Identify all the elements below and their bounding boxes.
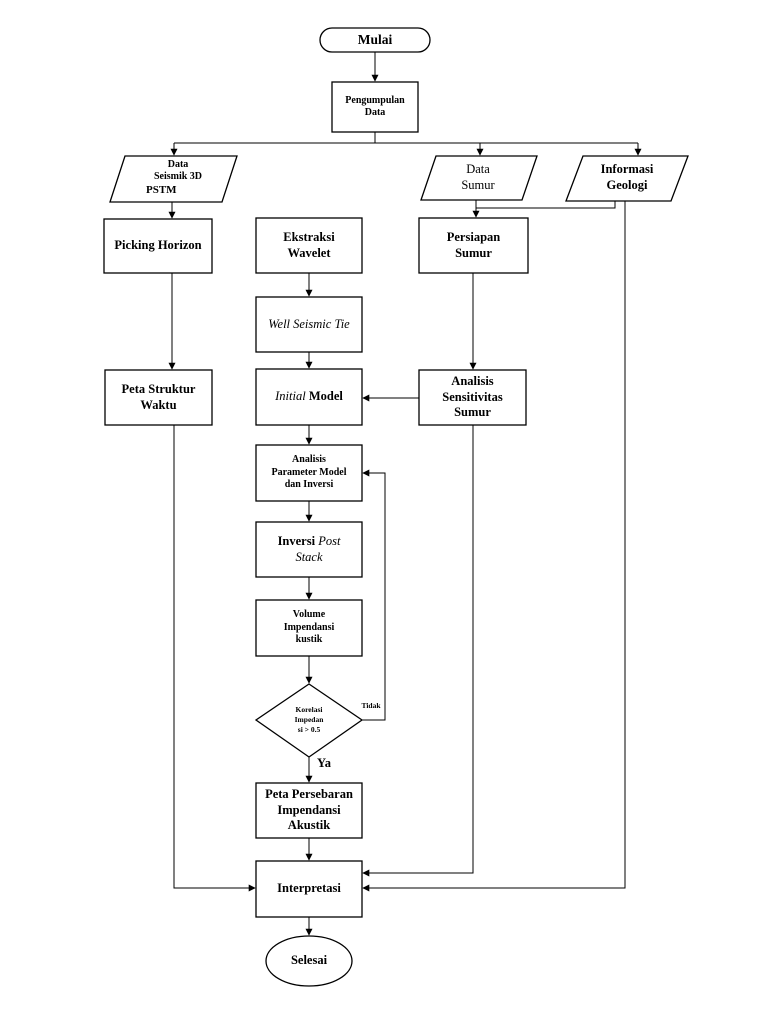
param-analysis-label: Analisis Parameter Model dan Inversi: [271, 454, 347, 491]
picking-process: [103, 218, 213, 274]
inversion-label: Inversi Post Stack: [277, 533, 341, 564]
wst-process: [255, 296, 363, 353]
seismic-label: Data Seismik 3D PSTM: [146, 158, 203, 196]
collect-label: Pengumpulan Data: [345, 94, 405, 119]
geo-info-io: [565, 155, 689, 202]
initial-model-label: Initial Model: [275, 389, 343, 404]
wavelet-label: Ekstraksi Wavelet: [283, 229, 335, 260]
edge-label-yes: Ya: [317, 756, 331, 771]
sensitivity-label: Analisis Sensitivitas Sumur: [442, 374, 503, 420]
well-prep-label: Persiapan Sumur: [446, 229, 501, 260]
initial-model-process: [255, 368, 363, 426]
edge-sensitivity-interpret: [362, 425, 474, 877]
inversion-process: [255, 521, 363, 578]
edge-geo-prep: [476, 201, 616, 209]
ai-map-label: Peta Persebaran Impendansi Akustik: [265, 787, 353, 833]
time-map-label: Peta Struktur Waktu: [121, 381, 196, 412]
edge-decision-no-loop: [362, 469, 386, 721]
sensitivity-process: [418, 369, 527, 426]
wst-label: Well Seismic Tie: [268, 316, 350, 331]
well-data-io: [420, 155, 538, 201]
volume-label: Volume Impendansi kustik: [283, 609, 335, 646]
param-analysis-process: [255, 444, 363, 502]
geo-info-label: Informasi Geologi: [600, 162, 654, 192]
seismic-io: [109, 155, 238, 203]
decision-label: Korelasi Impedan si > 0.5: [294, 705, 324, 734]
collect-process: [331, 81, 419, 133]
picking-label: Picking Horizon: [114, 238, 202, 253]
interpret-label: Interpretasi: [277, 881, 341, 896]
wavelet-process: [255, 217, 363, 274]
volume-process: [255, 599, 363, 657]
end-label: Selesai: [290, 953, 328, 968]
edge-timemap-interpret: [173, 425, 256, 892]
end-terminator: [265, 935, 353, 987]
start-label: Mulai: [357, 31, 393, 47]
time-map-process: [104, 369, 213, 426]
well-data-label: Data Sumur: [461, 162, 495, 192]
interpret-process: [255, 860, 363, 918]
edge-label-no: Tidak: [361, 701, 381, 711]
edge-geo-interpret: [362, 201, 626, 892]
